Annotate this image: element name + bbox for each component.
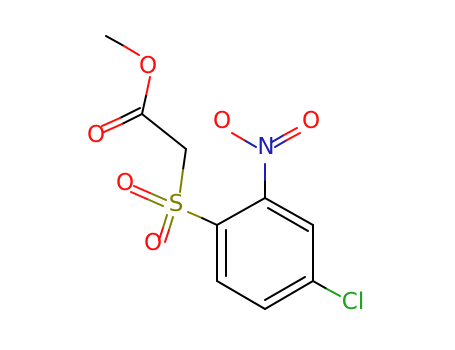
bond-S-O-1-segment — [149, 192, 167, 201]
bond-ringC4-Cl — [312, 280, 341, 297]
atom-N: N — [257, 134, 274, 160]
bond-S-O-2-segment — [162, 214, 168, 229]
bond-ring-C4-C5-segment — [264, 280, 314, 310]
bond-C-O-double-segment — [103, 123, 123, 133]
bond-carbonylC-CH2 — [141, 113, 187, 150]
bond-ring-C2-C3-segment — [267, 207, 309, 232]
bond-N-O-1-segment — [231, 132, 245, 141]
bond-CH2-S-segment — [179, 169, 184, 193]
atom-layer: O O S O O N O O Cl — [87, 53, 364, 315]
bond-N-O-2-segment — [283, 127, 298, 136]
atom-O-nitro-1: O — [213, 108, 231, 134]
bond-S-ringC1-segment — [187, 211, 203, 219]
bond-S-O-1-segment — [130, 191, 148, 200]
bond-S-O-1 — [130, 185, 167, 207]
bond-S-O-2-segment — [158, 227, 164, 241]
atom-O-sulfonyl-2: O — [144, 230, 162, 256]
bond-CH2-S — [179, 148, 187, 193]
bond-CH2-S-segment — [182, 148, 187, 171]
bond-methyl-O — [105, 35, 140, 56]
atom-O-methoxy: O — [139, 53, 157, 79]
bond-S-O-2-segment — [168, 216, 174, 231]
bond-ring-C1-C2 — [216, 197, 266, 226]
bond-N-O-2-segment — [271, 134, 285, 143]
atom-O-sulfonyl-1: O — [116, 170, 134, 196]
bond-O-carbonylC — [141, 76, 151, 115]
bond-carbonylC-CH2-segment — [141, 113, 187, 150]
bond-ring-C4-C5 — [264, 276, 314, 310]
bond-ring-C1-C2-segment — [216, 197, 266, 226]
atom-O-nitro-2: O — [302, 108, 320, 134]
atom-Cl: Cl — [342, 289, 364, 315]
bond-methyl-O-segment — [105, 35, 125, 47]
bond-ring-C2-C3 — [264, 197, 314, 232]
bond-ringC4-Cl-segment — [326, 288, 341, 297]
bond-C-O-double — [101, 107, 143, 133]
bond-N-O-2-segment — [286, 132, 301, 141]
bond-ring-C4-C5-segment — [264, 276, 306, 301]
bond-N-O-2 — [271, 127, 301, 148]
bond-ring-C6-C1 — [216, 224, 227, 282]
bond-S-O-2-segment — [164, 229, 170, 243]
bond-O-carbonylC-segment — [145, 76, 151, 97]
bond-S-ringC1-segment — [201, 217, 218, 226]
bond-ring-C5-C6-segment — [216, 280, 266, 310]
bond-S-O-1-segment — [133, 185, 151, 194]
bond-C-O-double-segment — [101, 117, 121, 127]
bond-layer — [101, 35, 341, 310]
atom-O-carbonyl: O — [87, 122, 105, 148]
bond-C-O-double-segment — [121, 113, 143, 125]
bond-S-ringC1 — [187, 211, 218, 226]
bond-O-carbonylC-segment — [141, 95, 147, 115]
bond-methyl-O-segment — [123, 45, 140, 56]
bond-S-O-2 — [158, 214, 174, 243]
atom-S: S — [169, 191, 184, 217]
bond-ring-C5-C6 — [216, 280, 266, 310]
bond-ring-C2-C3-segment — [264, 197, 314, 226]
bond-S-O-1-segment — [146, 198, 164, 207]
bond-N-O-2-segment — [274, 139, 288, 148]
bond-N-O-1-segment — [243, 139, 257, 148]
bond-N-O-1 — [231, 132, 257, 148]
bond-ringC4-Cl-segment — [312, 280, 328, 290]
bond-C-O-double-segment — [119, 107, 141, 119]
